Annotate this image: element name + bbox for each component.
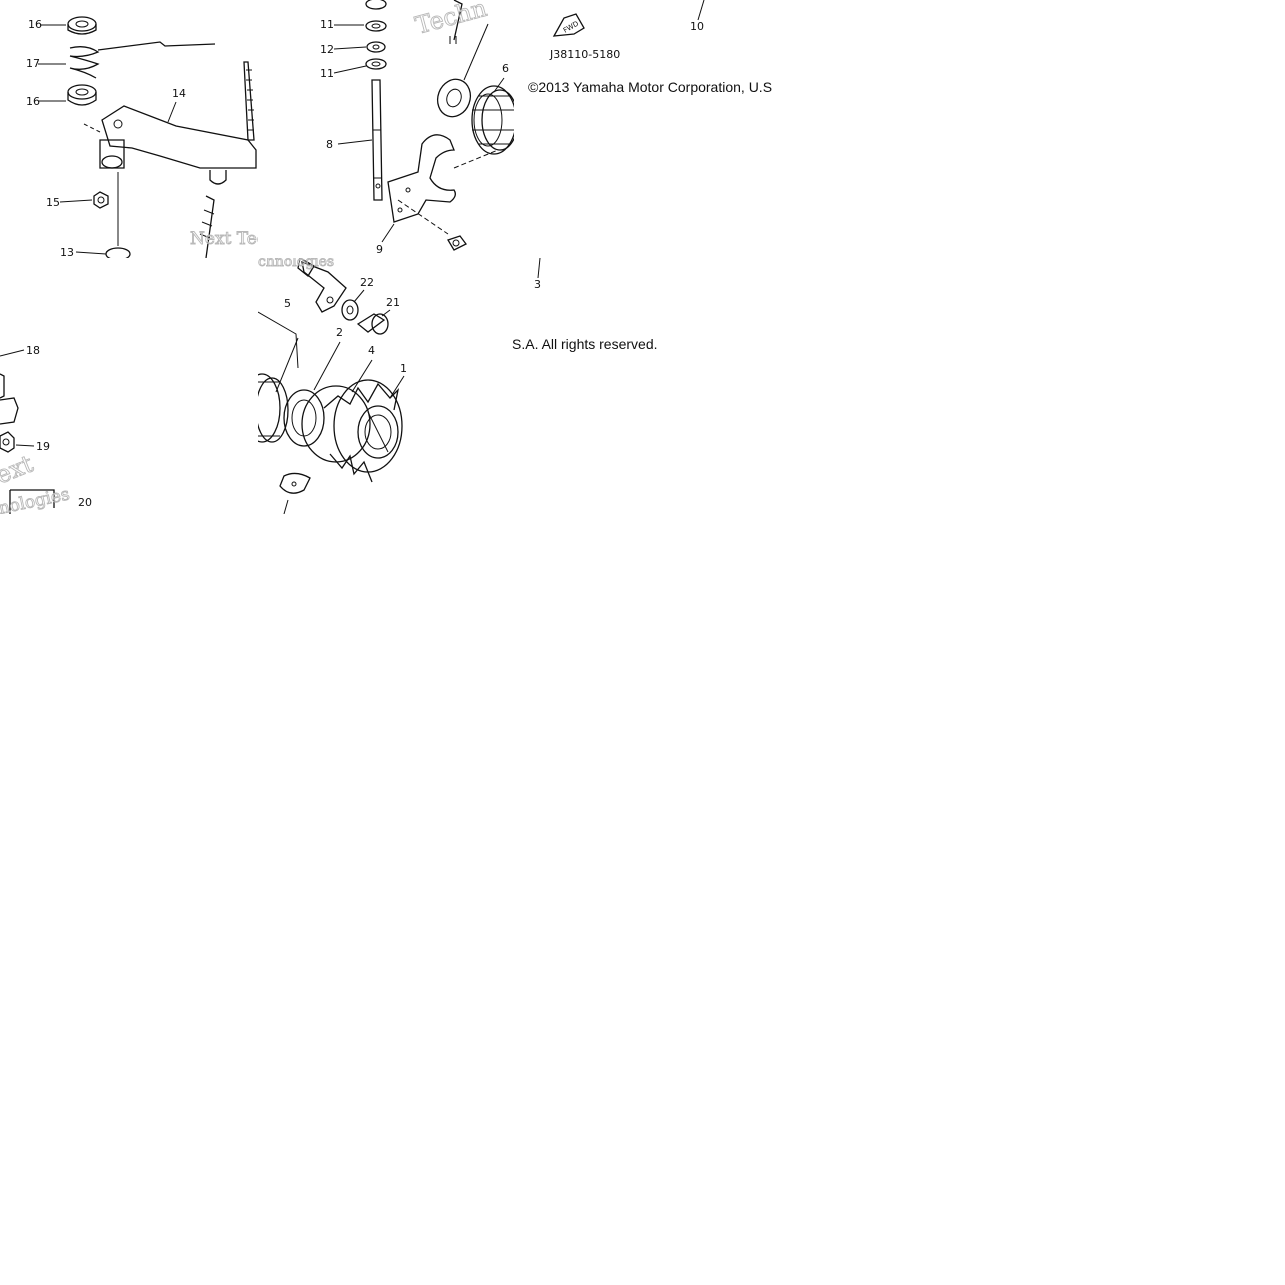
- callout-17: 17: [26, 57, 40, 70]
- watermark-text-c: chnologies: [258, 258, 334, 270]
- watermark-text-b: Next Tec: [190, 229, 258, 249]
- legend-drawing: FWD J38110-5180 10 3: [549, 0, 705, 61]
- callout-11a: 11: [320, 18, 334, 31]
- callout-4: 4: [368, 344, 375, 357]
- callout-12: 12: [320, 43, 334, 56]
- callout-16a: 16: [28, 18, 42, 31]
- diagram-tile-fasteners: 18 19 20 ext nologies: [0, 258, 258, 514]
- diagram-code: J38110-5180: [549, 48, 620, 61]
- diagram-tile-lever: 16 17 16 14 15 13: [0, 0, 258, 258]
- callout-21: 21: [386, 296, 400, 309]
- watermark-text-d: ext: [0, 449, 37, 489]
- callout-20: 20: [78, 496, 92, 509]
- fwd-arrow-icon: FWD: [552, 13, 585, 37]
- callout-11b: 11: [320, 67, 334, 80]
- callout-6: 6: [502, 62, 509, 75]
- copyright-right: S.A. All rights reserved.: [512, 336, 658, 352]
- fasteners-drawing: 18 19 20 ext nologies: [0, 344, 92, 514]
- callout-16b: 16: [26, 95, 40, 108]
- callout-10: 10: [690, 20, 704, 33]
- lever-drawing: 16 17 16 14 15 13: [26, 16, 258, 258]
- clutch-drawing: 22 21 5 2 4 1 chnolog: [258, 258, 407, 514]
- callout-3: 3: [534, 278, 541, 291]
- callout-14: 14: [172, 87, 186, 100]
- callout-1: 1: [400, 362, 407, 375]
- callout-18: 18: [26, 344, 40, 357]
- diagram-tile-shift-rod: 11 12 11 8 9 6: [258, 0, 514, 258]
- watermark-text-a: Techn: [412, 0, 489, 40]
- shift-rod-drawing: 11 12 11 8 9 6: [320, 0, 514, 256]
- callout-9: 9: [376, 243, 383, 256]
- callout-13: 13: [60, 246, 74, 258]
- callout-2: 2: [336, 326, 343, 339]
- callout-3-leader: 3: [534, 257, 541, 291]
- copyright-left: ©2013 Yamaha Motor Corporation, U.S: [528, 79, 772, 95]
- callout-5: 5: [284, 297, 291, 310]
- callout-8: 8: [326, 138, 333, 151]
- callout-19: 19: [36, 440, 50, 453]
- watermark-text-e: nologies: [0, 484, 71, 514]
- callout-15: 15: [46, 196, 60, 209]
- diagram-tile-legend: FWD J38110-5180 10 3 ©2013 Yamaha Motor …: [514, 0, 772, 258]
- diagram-tile-clutch: 22 21 5 2 4 1 chnolog: [258, 258, 514, 514]
- callout-22: 22: [360, 276, 374, 289]
